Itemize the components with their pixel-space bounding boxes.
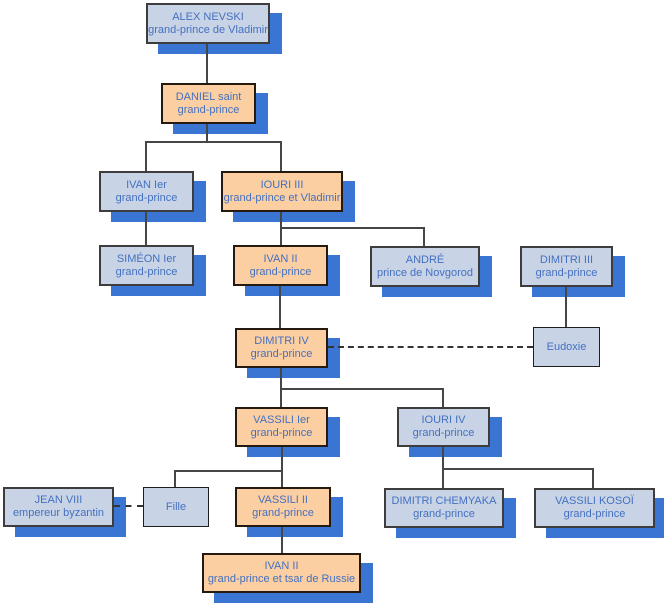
node-jean-8: JEAN VIII empereur byzantin [3,487,114,527]
connector-vassili1-rail [281,447,283,471]
node-subtitle: grand-prince [115,191,178,204]
connector-drop-iouri3 [280,142,282,171]
dashed-link-dimitri4-eudoxie [328,346,533,348]
connector-dimitri4-rail [280,368,282,389]
node-subtitle: grand-prince [250,427,313,439]
node-subtitle: grand-prince de Vladimir [148,23,268,36]
node-subtitle: grand-prince [535,266,598,279]
node-title: VASSILI KOSOÏ [555,495,634,507]
node-eudoxie: Eudoxie [533,327,600,367]
node-subtitle: grand-prince [563,508,626,520]
connector-vassili2-ivan2tsar [281,527,283,553]
node-subtitle: grand-prince [413,508,475,520]
node-iouri-3: IOURI III grand-prince et Vladimir [221,171,343,212]
connector-ivan2-dimitri4 [279,286,281,328]
node-title: IOURI IV [421,414,466,426]
node-ivan-2-tsar: IVAN II grand-prince et tsar de Russie [202,553,361,593]
connector-drop-vassili1 [280,389,282,407]
node-subtitle: grand-prince et Vladimir [223,191,341,204]
node-andre: ANDRÉ prince de Novgorod [370,246,480,287]
connector-drop-fille [174,471,176,487]
node-subtitle: grand-prince [249,265,312,278]
node-title: IVAN II [264,560,299,572]
connector-rail-fille-vassili2 [174,470,283,472]
node-ivan-2: IVAN II grand-prince [233,245,328,286]
connector-daniel-rail [206,124,208,142]
node-title: DIMITRI CHEMYAKA [391,495,497,507]
node-title: DIMITRI III [539,253,594,266]
node-vassili-2: VASSILI II grand-prince [235,487,331,527]
connector-drop-andre [423,227,425,246]
node-title: DANIEL saint [175,90,242,103]
connector-drop-chemyaka [442,469,444,488]
node-title: DIMITRI IV [254,335,309,347]
dashed-link-jean8-fille [114,505,143,507]
node-fille: Fille [143,487,209,527]
node-daniel: DANIEL saint grand-prince [161,83,256,124]
node-subtitle: grand-prince [115,265,178,278]
connector-drop-kosoi [592,469,594,488]
node-dimitri-4: DIMITRI IV grand-prince [235,328,328,368]
node-title: ALEX NEVSKI [172,10,244,23]
node-alex-nevski: ALEX NEVSKI grand-prince de Vladimir [146,3,270,44]
node-vassili-kosoi: VASSILI KOSOÏ grand-prince [534,488,655,528]
node-title: Fille [165,500,187,513]
node-title: IVAN Ier [126,178,167,191]
node-ivan-1er: IVAN Ier grand-prince [99,171,194,212]
connector-alex-daniel [206,44,208,83]
node-subtitle: empereur byzantin [12,507,105,519]
node-title: ANDRÉ [405,253,445,266]
node-title: IOURI III [260,178,304,191]
connector-rail-andre [280,227,425,229]
node-title: JEAN VIII [34,494,83,506]
node-simeon-1er: SIMÉON Ier grand-prince [99,245,194,286]
node-dimitri-3: DIMITRI III grand-prince [520,246,613,287]
node-title: VASSILI Ier [253,414,310,426]
node-title: IVAN II [263,252,298,265]
connector-rail-row3 [145,141,282,143]
node-subtitle: grand-prince et tsar de Russie [207,573,356,585]
connector-dimitri3-eudoxie [565,287,567,327]
connector-drop-iouri4 [442,389,444,407]
connector-rail-row6 [280,388,444,390]
node-title: Eudoxie [546,340,587,353]
node-title: SIMÉON Ier [116,252,177,265]
node-subtitle: grand-prince [250,348,313,360]
node-dimitri-chemyaka: DIMITRI CHEMYAKA grand-prince [384,488,504,528]
node-subtitle: grand-prince [412,427,475,439]
connector-iouri4-rail [442,447,444,469]
connector-drop-ivan1 [145,142,147,171]
connector-drop-vassili2 [281,471,283,487]
node-title: VASSILI II [258,494,308,506]
connector-ivan1-simeon [145,212,147,245]
node-subtitle: grand-prince [252,507,314,519]
node-subtitle: prince de Novgorod [376,266,473,279]
node-vassili-1er: VASSILI Ier grand-prince [235,407,328,447]
node-iouri-4: IOURI IV grand-prince [397,407,490,447]
connector-rail-chemyaka-kosoi [442,468,594,470]
node-subtitle: grand-prince [177,103,240,116]
